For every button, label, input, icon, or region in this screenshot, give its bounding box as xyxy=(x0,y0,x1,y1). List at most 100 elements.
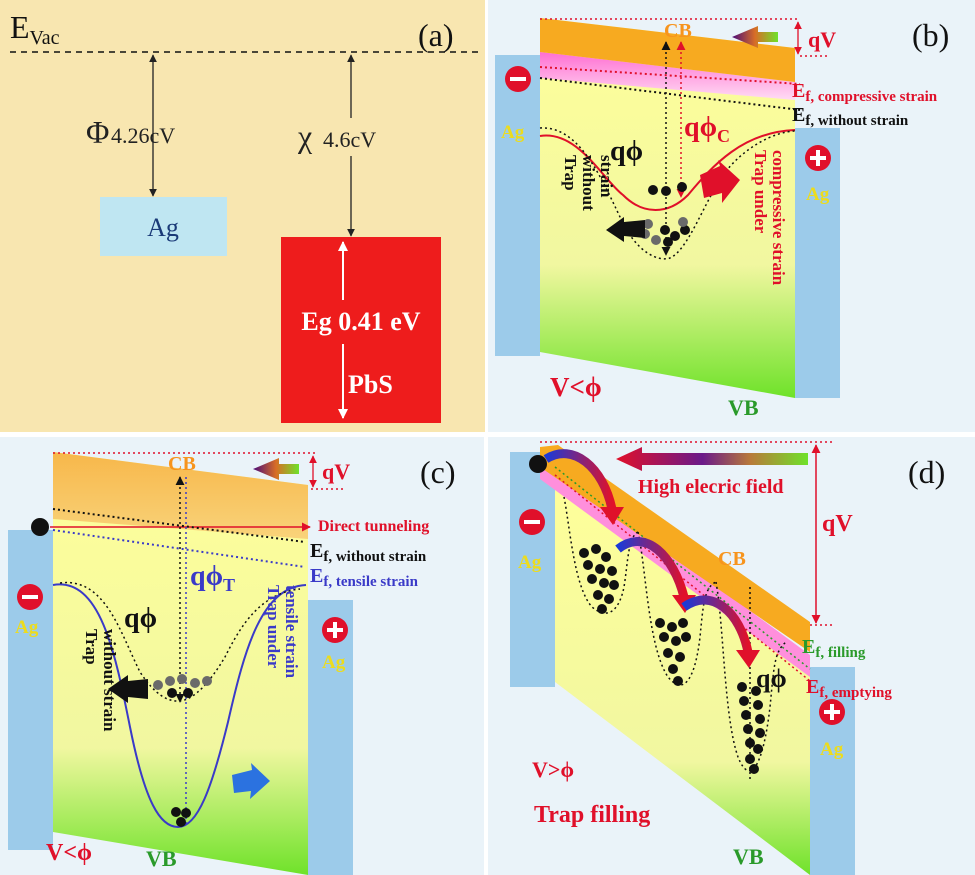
trap-well-1 xyxy=(563,496,639,614)
evac-label: EVac xyxy=(10,9,60,49)
electron-dot xyxy=(176,817,186,827)
compressive-trap-curve xyxy=(539,129,796,211)
trapped-electrons-well-1 xyxy=(579,544,619,614)
electron-dot xyxy=(753,700,763,710)
vb-label: VB xyxy=(146,846,177,871)
electron-dot xyxy=(659,632,669,642)
panel-label-b: (b) xyxy=(912,17,949,53)
condition-label: V>ϕ xyxy=(532,757,574,782)
electron-dot xyxy=(741,710,751,720)
cb-label: CB xyxy=(664,20,692,42)
field-direction-arrow xyxy=(253,458,299,480)
q-phi-t-label: qϕT xyxy=(190,561,235,595)
electron-dot xyxy=(675,652,685,662)
ag-left-label: Ag xyxy=(15,617,39,638)
electron-dot xyxy=(587,574,597,584)
semiconductor-body xyxy=(555,472,810,875)
trapped-electrons-well-2 xyxy=(655,618,691,686)
electron-dot xyxy=(579,548,589,558)
electron-dot xyxy=(670,231,680,241)
electron-dot xyxy=(668,664,678,674)
electron-dot xyxy=(681,632,691,642)
pbs-label-bg xyxy=(344,362,424,402)
ag-right-label: Ag xyxy=(322,652,346,673)
ef-filling-line xyxy=(554,466,811,670)
electron-dot xyxy=(753,744,763,754)
electron-dot xyxy=(165,676,175,686)
chi-label-bg xyxy=(296,118,406,156)
qv-label: qV xyxy=(808,27,836,52)
q-phi-label: qϕ xyxy=(124,603,157,634)
condition-label: V<ϕ xyxy=(46,840,92,866)
phi-value: 4.26cV xyxy=(111,123,175,148)
panel-d-diagram: qV High elecric field (d) Ef, filling Ef… xyxy=(510,441,945,875)
field-direction-arrow xyxy=(732,26,778,48)
trap-compressive-label: Trap under compressive strain xyxy=(751,150,788,286)
trapped-electrons-tensile xyxy=(171,807,191,827)
chi-symbol: χ xyxy=(297,118,313,154)
ef-compressive-label: Ef, compressive strain xyxy=(792,80,938,105)
electron-dot xyxy=(648,185,658,195)
electron-dot xyxy=(663,648,673,658)
ag-left-electrode xyxy=(8,530,53,850)
electron-dot xyxy=(181,808,191,818)
electron-dot xyxy=(677,182,687,192)
electron-dot xyxy=(680,225,690,235)
trap-filling-label: Trap filling xyxy=(534,802,650,828)
minus-sign-bar xyxy=(524,520,540,524)
ef-filling-label: Ef, filling xyxy=(802,636,866,661)
vb-label: VB xyxy=(733,844,764,869)
electron-dot xyxy=(655,618,665,628)
high-field-label: High elecric field xyxy=(638,476,784,498)
electron-dot xyxy=(671,636,681,646)
eg-label: Eg 0.41 eV xyxy=(301,307,420,336)
panel-a-diagram: EVac (a) Φ 4.26cV Ag χ 4.6cV Eg 0.41 eV … xyxy=(10,9,478,423)
trap-tensile-label: Trap under tensile strain xyxy=(264,585,301,679)
panel-d: qV High elecric field (d) Ef, filling Ef… xyxy=(488,437,975,875)
ag-right-label: Ag xyxy=(820,739,844,760)
ag-right-label: Ag xyxy=(806,184,830,205)
electron-dot xyxy=(597,604,607,614)
blue-shift-arrow xyxy=(232,763,270,799)
pbs-label: PbS xyxy=(348,370,393,399)
electron-dot xyxy=(673,676,683,686)
black-shift-arrow xyxy=(108,675,148,703)
electron-dot xyxy=(643,219,653,229)
electron-dot xyxy=(661,186,671,196)
electron-dot xyxy=(755,714,765,724)
electron-dot xyxy=(607,566,617,576)
trap-well-2 xyxy=(637,531,717,686)
electron-dot xyxy=(591,544,601,554)
ag-right-electrode xyxy=(795,128,840,398)
phi-symbol: Φ xyxy=(86,114,109,150)
panel-b-diagram: qV CB (b) Ag Ag Ef, compressive strain E… xyxy=(495,17,949,420)
electron-dot xyxy=(751,686,761,696)
electron-dot xyxy=(743,724,753,734)
ag-box-label: Ag xyxy=(147,213,179,242)
trapped-electrons-upper xyxy=(648,182,687,196)
electron-dot xyxy=(667,622,677,632)
electron-dot xyxy=(583,560,593,570)
ag-left-label: Ag xyxy=(501,122,525,143)
panel-label-c: (c) xyxy=(420,454,456,490)
electron-dot xyxy=(599,578,609,588)
red-shift-arrow xyxy=(700,160,740,203)
electron-dot xyxy=(678,618,688,628)
ef-without-strain-line xyxy=(52,508,306,543)
electron-dot xyxy=(183,688,193,698)
hopping-arrow-1-head xyxy=(600,507,624,525)
trap-well-3 xyxy=(715,581,787,772)
trap-without-strain-label: Trap without strain xyxy=(561,155,616,215)
hopping-arrow-1 xyxy=(543,449,617,511)
plus-sign-vbar xyxy=(816,150,820,166)
panel-label-a: (a) xyxy=(418,17,454,53)
panel-a: EVac (a) Φ 4.26cV Ag χ 4.6cV Eg 0.41 eV … xyxy=(0,0,485,432)
trap-without-strain-curve xyxy=(539,127,796,260)
electron-dot xyxy=(171,807,181,817)
electron-dot xyxy=(595,564,605,574)
chi-value: 4.6cV xyxy=(323,127,376,152)
panel-c-diagram: qV CB (c) Direct tunneling Ef, without s… xyxy=(8,452,456,875)
ef-without-strain-label: Ef, without strain xyxy=(792,104,909,129)
trap-without-strain-label: Trap without strain xyxy=(82,629,119,732)
black-shift-arrow xyxy=(606,217,645,242)
